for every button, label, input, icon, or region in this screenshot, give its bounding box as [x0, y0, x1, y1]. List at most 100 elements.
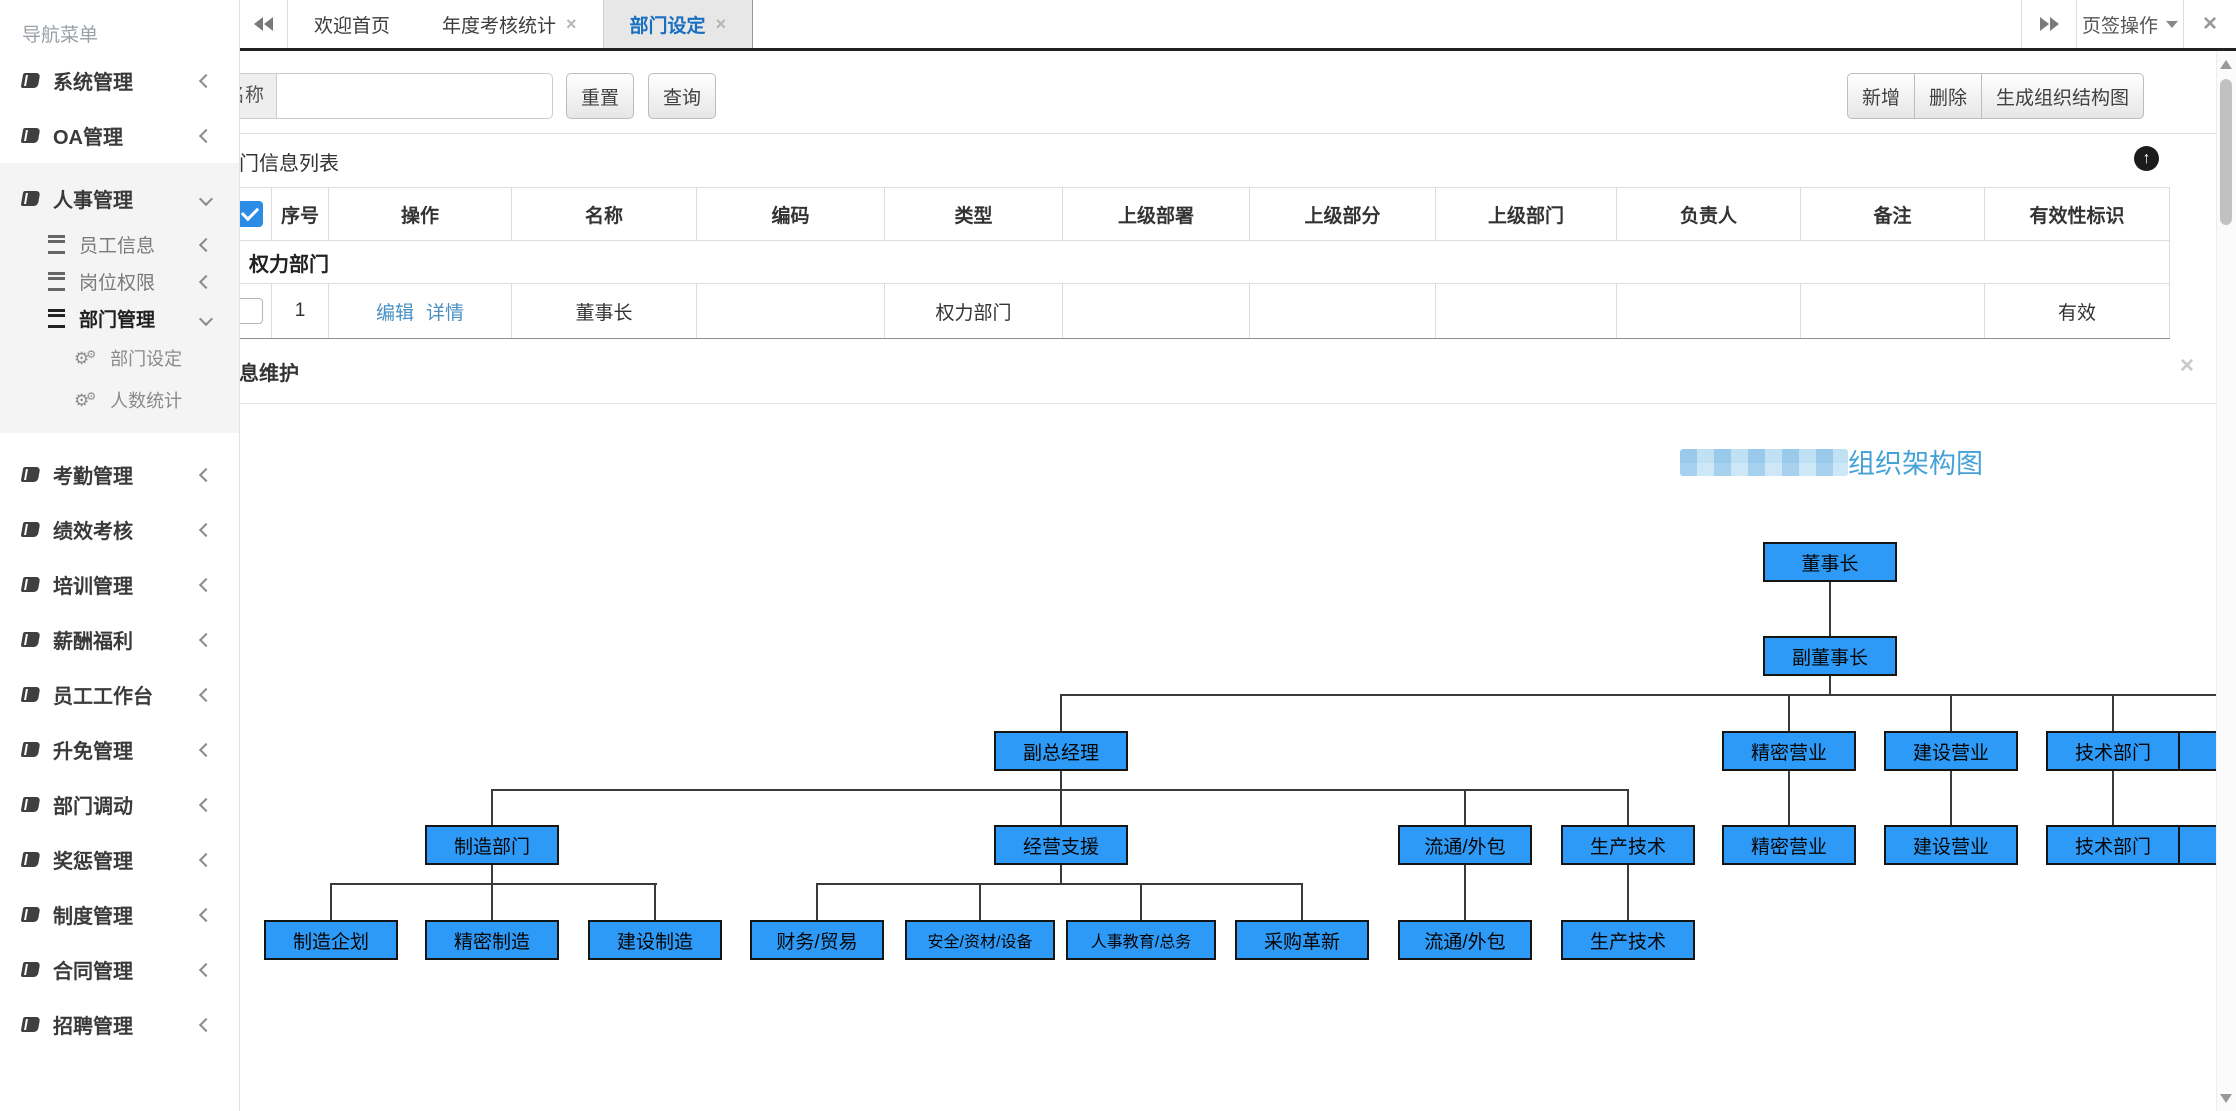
sidebar-item-13[interactable]: 升免管理	[0, 722, 239, 777]
sidebar-item-label: 绩效考核	[53, 521, 133, 543]
org-node: 副董事长	[1763, 636, 1897, 676]
org-connector	[1060, 694, 2216, 696]
sidebar-item-12[interactable]: 员工工作台	[0, 667, 239, 722]
sidebar-item-3[interactable]: 员工信息	[0, 226, 239, 263]
book-icon	[20, 962, 41, 977]
reset-button[interactable]: 重置	[566, 73, 635, 119]
sidebar-item-14[interactable]: 部门调动	[0, 777, 239, 832]
book-icon	[20, 632, 41, 647]
tab-0[interactable]: 欢迎首页	[288, 0, 416, 48]
column-header-6: 上级部分	[1249, 187, 1436, 241]
sidebar-item-9[interactable]: 绩效考核	[0, 502, 239, 557]
sidebar-item-label: 岗位权限	[79, 273, 156, 294]
book-icon	[20, 797, 41, 812]
sidebar-item-4[interactable]: 岗位权限	[0, 263, 239, 300]
sidebar-item-label: 员工信息	[79, 236, 156, 257]
query-button[interactable]: 查询	[648, 73, 717, 119]
add-button[interactable]: 新增	[1847, 73, 1916, 119]
org-chart-title: 组织架构图	[1848, 449, 1983, 479]
tab-2[interactable]: 部门设定 ×	[602, 0, 754, 48]
chevron-left-icon	[198, 237, 214, 252]
detail-link[interactable]: 详情	[426, 302, 465, 324]
sidebar-item-2[interactable]: 人事管理	[0, 171, 239, 226]
book-icon	[20, 522, 41, 537]
panel-title: 部门信息列表	[219, 153, 339, 175]
column-header-0: 序号	[271, 187, 329, 241]
org-connector	[816, 883, 1303, 885]
search-input[interactable]	[276, 73, 554, 119]
org-connector	[1950, 696, 1952, 731]
select-all-checkbox[interactable]	[237, 201, 263, 227]
censored-company-name	[1680, 449, 1848, 476]
org-connector	[491, 865, 493, 883]
org-connector	[1060, 865, 1062, 883]
collapse-panel-icon[interactable]: ↑	[2134, 146, 2159, 171]
gears-icon: ⚙⚙	[74, 390, 97, 410]
scroll-down-icon[interactable]	[2220, 1094, 2232, 1103]
edit-link[interactable]: 编辑	[375, 302, 414, 324]
org-node: 建设营业	[1884, 731, 2018, 771]
tab-close-icon[interactable]: ×	[566, 14, 577, 34]
sidebar-item-11[interactable]: 薪酬福利	[0, 612, 239, 667]
tab-1[interactable]: 年度考核统计×	[416, 0, 603, 48]
double-chevron-right-icon	[2039, 17, 2049, 31]
chevron-left-icon	[198, 577, 214, 592]
org-connector	[1464, 865, 1466, 920]
tab-actions-dropdown[interactable]: 页签操作	[2076, 0, 2183, 48]
row-cell-3	[696, 283, 885, 339]
sidebar-item-label: 薪酬福利	[53, 631, 133, 653]
row-cell-2: 董事长	[511, 283, 697, 339]
vertical-scrollbar[interactable]	[2216, 51, 2236, 1111]
sidebar-item-6[interactable]: ⚙⚙ 部门设定	[0, 337, 239, 379]
gears-icon: ⚙⚙	[74, 348, 97, 368]
delete-button[interactable]: 删除	[1915, 73, 1983, 119]
org-connector	[1060, 791, 1062, 825]
row-cell-5	[1062, 283, 1250, 339]
row-cell-8	[1616, 283, 1801, 339]
sidebar-item-label: 人数统计	[110, 391, 183, 411]
org-node: 技术部门	[2046, 731, 2180, 771]
sidebar-item-15[interactable]: 奖惩管理	[0, 832, 239, 887]
chevron-left-icon	[198, 962, 214, 977]
list-icon	[48, 309, 65, 328]
column-header-5: 上级部署	[1062, 187, 1250, 241]
sidebar-item-10[interactable]: 培训管理	[0, 557, 239, 612]
sidebar-item-8[interactable]: 考勤管理	[0, 447, 239, 502]
org-node: 制造部门	[425, 825, 559, 865]
sidebar-item-18[interactable]: 招聘管理	[0, 997, 239, 1052]
org-node: 生产技术	[1561, 825, 1695, 865]
tab-close-icon[interactable]: ×	[715, 14, 727, 34]
org-node: 董事长	[1763, 542, 1897, 582]
sidebar-item-label: 部门设定	[110, 349, 183, 369]
tab-actions-label: 页签操作	[2081, 15, 2158, 37]
list-icon	[48, 235, 65, 254]
table-group-row: 权力部门	[228, 240, 2170, 284]
scroll-tabs-right-button[interactable]	[2021, 0, 2076, 48]
org-node: 制造企划	[264, 920, 398, 960]
fullscreen-icon[interactable]: ×	[2183, 0, 2236, 48]
row-checkbox[interactable]	[237, 298, 263, 324]
org-connector	[330, 885, 332, 920]
org-connector	[1788, 771, 1790, 825]
sidebar-item-label: 考勤管理	[53, 466, 133, 488]
sidebar-item-5[interactable]: 部门管理	[0, 300, 239, 337]
tab-label: 部门设定	[629, 15, 706, 37]
column-header-3: 编码	[696, 187, 885, 241]
close-icon[interactable]: ×	[2180, 352, 2195, 379]
sidebar-item-1[interactable]: OA管理	[0, 108, 239, 163]
sidebar-item-0[interactable]: 系统管理	[0, 53, 239, 108]
generate-orgchart-button[interactable]: 生成组织结构图	[1982, 73, 2145, 119]
sidebar-item-17[interactable]: 合同管理	[0, 942, 239, 997]
scroll-tabs-left-button[interactable]	[240, 0, 288, 48]
sidebar-item-7[interactable]: ⚙⚙ 人数统计	[0, 379, 239, 421]
scrollbar-thumb[interactable]	[2220, 79, 2232, 225]
sidebar-header: 导航菜单	[22, 25, 99, 46]
scroll-up-icon[interactable]	[2220, 60, 2232, 69]
org-node: 建设营业	[1884, 825, 2018, 865]
org-connector	[979, 885, 981, 920]
column-header-1: 操作	[328, 187, 512, 241]
sidebar-item-16[interactable]: 制度管理	[0, 887, 239, 942]
row-cell-10: 有效	[1984, 283, 2170, 339]
